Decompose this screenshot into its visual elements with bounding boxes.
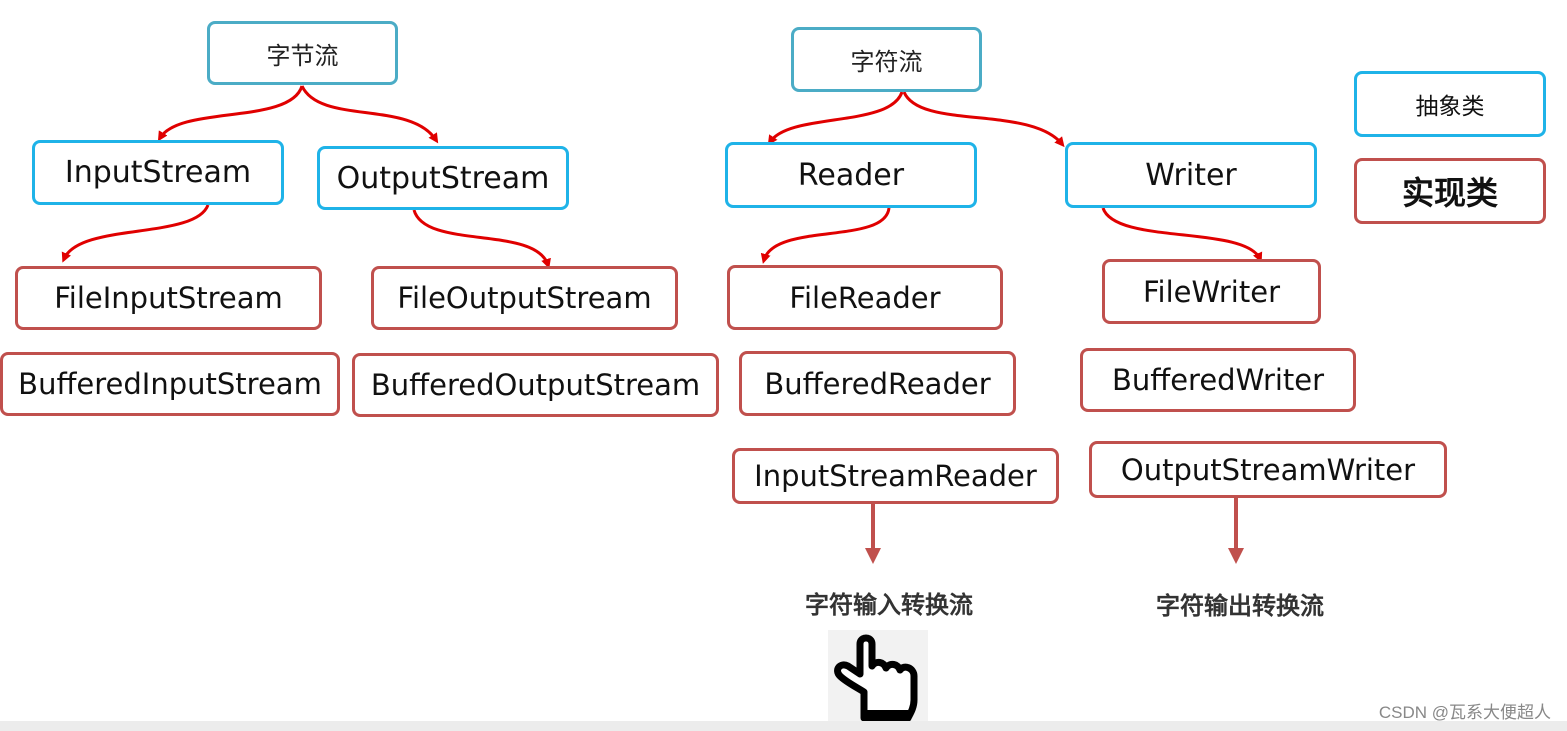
byte-stream-root: 字节流 xyxy=(207,21,398,85)
writer-conversion-caption: 字符输出转换流 xyxy=(1156,591,1324,620)
hand-pointer-icon xyxy=(828,630,928,722)
writer-box: Writer xyxy=(1065,142,1317,208)
outputstream-box: OutputStream xyxy=(317,146,569,210)
bufferedreader-box: BufferedReader xyxy=(739,351,1016,416)
arrow-bytes-to-outputstream xyxy=(300,85,439,144)
fileoutputstream-box: FileOutputStream xyxy=(371,266,678,330)
arrow-outputstream-to-fileoutputstream xyxy=(412,209,551,269)
watermark: CSDN @瓦系大便超人 xyxy=(1378,703,1551,722)
filewriter-box: FileWriter xyxy=(1102,259,1321,324)
inputstream-box: InputStream xyxy=(32,140,284,205)
outputstreamwriter-box: OutputStreamWriter xyxy=(1089,441,1447,498)
bufferedinputstream-box: BufferedInputStream xyxy=(0,352,340,416)
reader-conversion-caption: 字符输入转换流 xyxy=(805,590,973,619)
arrow-chars-to-reader xyxy=(767,91,904,146)
bottom-bar xyxy=(0,721,1567,731)
arrow-bytes-to-inputstream xyxy=(157,85,304,142)
bufferedoutputstream-box: BufferedOutputStream xyxy=(352,353,719,417)
legend-concrete: 实现类 xyxy=(1354,158,1546,224)
arrow-chars-to-writer xyxy=(902,91,1065,148)
fileinputstream-box: FileInputStream xyxy=(15,266,322,330)
arrow-writer-to-filewriter xyxy=(1101,207,1263,263)
legend-abstract: 抽象类 xyxy=(1354,71,1546,137)
reader-box: Reader xyxy=(725,142,977,208)
bufferedwriter-box: BufferedWriter xyxy=(1080,348,1356,412)
filereader-box: FileReader xyxy=(727,265,1003,330)
arrow-reader-to-filereader xyxy=(760,207,891,264)
inputstreamreader-box: InputStreamReader xyxy=(732,448,1059,504)
char-stream-root: 字符流 xyxy=(791,27,982,92)
arrow-inputstream-to-fileinputstream xyxy=(61,204,210,263)
